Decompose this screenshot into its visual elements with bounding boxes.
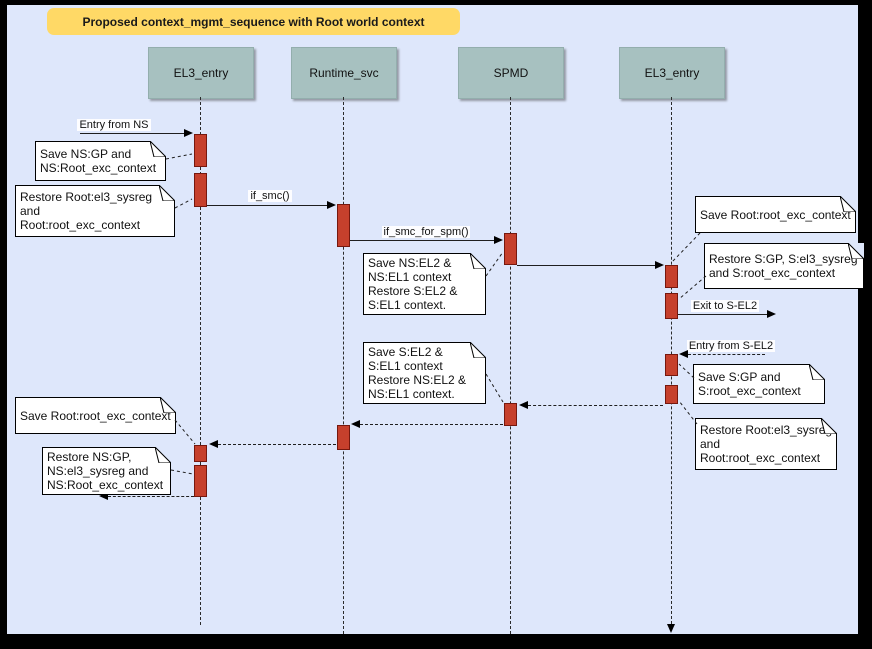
note-fold [155,447,171,463]
message-line-spmd-to-el3 [517,265,655,266]
message-line-if-smc [207,205,327,206]
diagram-title: Proposed context_mgmt_sequence with Root… [82,14,425,29]
message-label-exit-to-s-el2: Exit to S-EL2 [690,300,760,312]
activation-bar [337,425,350,450]
arrowhead-left [209,440,218,448]
note-fold [470,253,486,269]
return-line-el3-to-spmd [528,405,663,406]
lifeline-label: Runtime_svc [309,66,379,80]
lifeline-label: EL3_entry [173,66,229,80]
lifeline-label: SPMD [493,66,529,80]
arrowhead-right [655,261,664,269]
arrowhead-right [494,236,503,244]
note-restore-root-el3-sysreg-1: Restore Root:el3_sysreg and Root:root_ex… [15,185,175,237]
activation-bar [665,265,678,288]
note-restore-s-gp: Restore S:GP, S:el3_sysreg and S:root_ex… [704,243,864,289]
arrowhead-right [184,129,193,137]
lifeline-header-spmd: SPMD [458,47,564,99]
arrowhead-right [767,310,776,318]
note-save-s-gp: Save S:GP and S:root_exc_context [693,364,825,404]
return-line-spmd-to-runtime [360,424,503,425]
activation-bar [665,385,678,404]
arrowhead-left [519,401,528,409]
lifeline-line-el3-entry-1 [200,97,201,625]
title-banner: Proposed context_mgmt_sequence with Root… [47,8,460,35]
note-fold [150,141,166,157]
note-fold [821,418,837,434]
lifeline-label: EL3_entry [644,66,700,80]
activation-bar [194,465,207,497]
message-line-entry-from-s-el2 [688,354,765,355]
activation-bar [194,134,207,167]
lifeline-end-arrowhead [667,624,675,633]
activation-bar [337,204,350,247]
activation-bar [665,354,678,376]
diagram-background [7,5,858,634]
note-fold [470,342,486,358]
message-label-if-smc: if_smc() [248,190,292,202]
activation-bar [194,173,207,207]
return-line-runtime-to-el3 [218,444,336,445]
activation-bar [194,445,207,462]
arrowhead-left [679,350,688,358]
note-fold [160,397,176,413]
message-label-entry-from-ns: Entry from NS [77,119,151,131]
message-line-exit-to-s-el2 [678,314,767,315]
note-fold [848,243,864,259]
arrowhead-left [99,492,108,500]
activation-bar [504,233,517,265]
lifeline-header-runtime-svc: Runtime_svc [291,47,397,99]
note-save-root-exc-context-2: Save Root:root_exc_context [15,397,176,434]
arrowhead-left [351,420,360,428]
note-restore-root-el3-sysreg-2: Restore Root:el3_sysreg and Root:root_ex… [695,418,837,470]
note-fold [159,185,175,201]
message-line-entry-from-ns [80,133,185,134]
lifeline-line-runtime-svc [343,97,344,634]
return-line-el3-to-ns [108,496,194,497]
note-restore-ns-gp: Restore NS:GP, NS:el3_sysreg and NS:Root… [42,447,171,495]
note-save-s-el2: Save S:EL2 & S:EL1 context Restore NS:EL… [363,342,486,404]
lifeline-line-spmd [510,97,511,634]
note-save-root-exc-context-1: Save Root:root_exc_context [695,196,856,233]
message-label-if-smc-for-spm: if_smc_for_spm() [381,226,471,238]
note-fold [840,196,856,212]
lifeline-header-el3-entry-1: EL3_entry [148,47,254,99]
arrowhead-right [327,201,336,209]
note-save-ns-el2: Save NS:EL2 & NS:EL1 context Restore S:E… [363,253,486,315]
note-save-ns-gp: Save NS:GP and NS:Root_exc_context [35,141,166,181]
activation-bar [504,403,517,426]
message-line-if-smc-for-spm [350,240,495,241]
lifeline-header-el3-entry-2: EL3_entry [619,47,725,99]
note-fold [809,364,825,380]
message-label-entry-from-s-el2: Entry from S-EL2 [686,340,776,352]
activation-bar [665,293,678,319]
